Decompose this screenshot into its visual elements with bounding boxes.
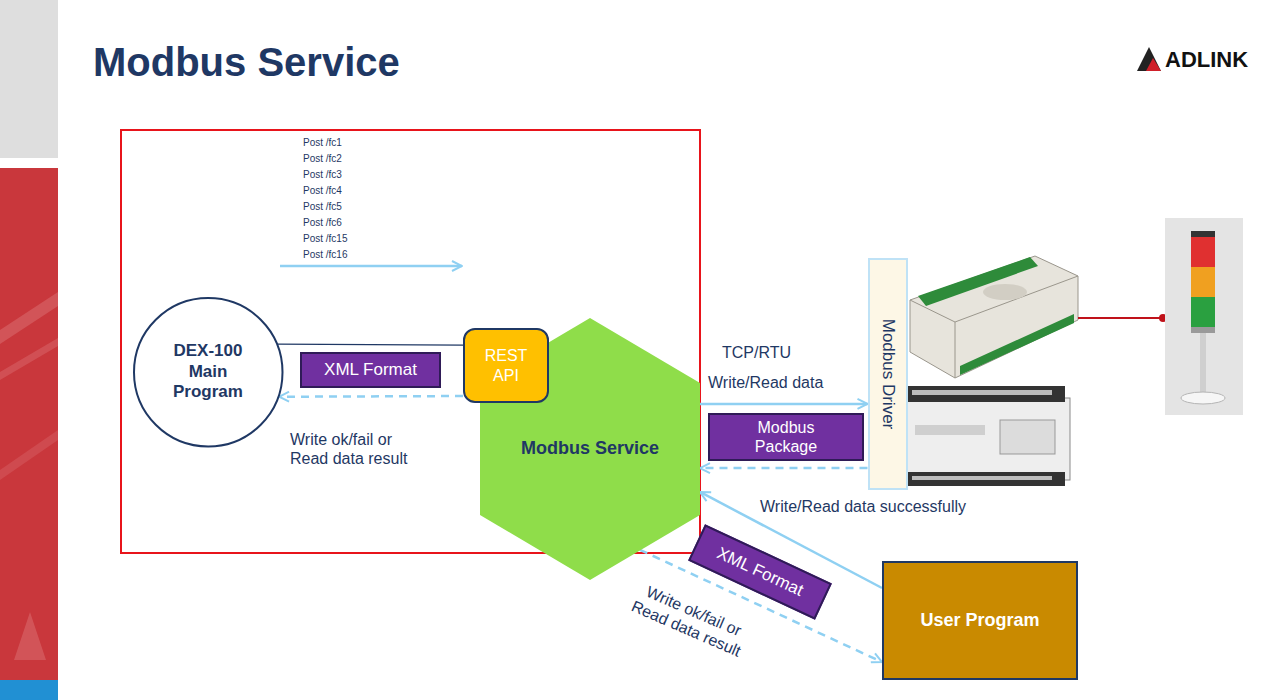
node-body: DEX-100 Main Program xyxy=(163,341,253,402)
api-box: REST API xyxy=(463,328,549,403)
plc-device xyxy=(900,386,1070,486)
sidebar-blue xyxy=(0,680,58,700)
program-box: User Program xyxy=(882,561,1078,680)
node-body: XML Format xyxy=(324,360,417,380)
sidebar-stripe xyxy=(0,292,58,344)
sidebar-stripe xyxy=(0,430,58,480)
request-label: Post /fc4 xyxy=(303,185,342,197)
sidebar-logo xyxy=(14,612,46,660)
protocol-label: TCP/RTU xyxy=(722,343,791,362)
node-text: Modbus Service xyxy=(521,438,659,460)
connector-arrow xyxy=(700,467,868,470)
sidebar-red xyxy=(0,168,58,680)
node-body: Modbus Package xyxy=(741,418,831,456)
connector-arrow xyxy=(700,403,868,406)
page-title: Modbus Service xyxy=(93,40,400,84)
node-text: XML Format xyxy=(714,543,807,601)
node-text: REST API xyxy=(481,346,531,384)
node-body: XML Format xyxy=(714,543,807,601)
tower-light xyxy=(1165,218,1243,415)
edge-label: Write/Read data successfully xyxy=(760,497,966,516)
signal-wire xyxy=(1078,317,1163,319)
node-body: REST API xyxy=(481,346,531,384)
logo-triangle xyxy=(1146,58,1161,71)
edge-label: Write/Read data xyxy=(708,373,823,392)
connector-arrow xyxy=(278,344,463,346)
sidebar-stripe xyxy=(0,338,58,380)
node-body: Modbus Service xyxy=(521,438,659,460)
node-text: XML Format xyxy=(324,360,417,380)
request-label: Post /fc2 xyxy=(303,153,342,165)
logo-text: ADLINK xyxy=(1165,47,1248,73)
program-circle: DEX-100 Main Program xyxy=(133,297,284,448)
driver-band: Modbus Driver xyxy=(868,258,908,490)
request-arrow xyxy=(280,265,462,268)
node-text: Modbus Driver xyxy=(877,319,897,430)
io-module xyxy=(910,256,1078,378)
edge-label: Write ok/fail or Read data result xyxy=(625,577,755,662)
format-box: XML Format xyxy=(300,352,441,388)
request-label: Post /fc6 xyxy=(303,217,342,229)
node-body: Modbus Driver xyxy=(877,319,897,430)
sidebar-grey xyxy=(0,0,58,158)
request-label: Post /fc16 xyxy=(303,249,347,261)
connector-arrow xyxy=(279,395,463,398)
node-text: DEX-100 Main Program xyxy=(163,341,253,402)
package-box: Modbus Package xyxy=(708,413,864,461)
node-text: User Program xyxy=(920,610,1039,632)
request-label: Post /fc5 xyxy=(303,201,342,213)
node-body: User Program xyxy=(920,610,1039,632)
request-label: Post /fc1 xyxy=(303,137,342,149)
node-text: Modbus Package xyxy=(741,418,831,456)
request-label: Post /fc15 xyxy=(303,233,347,245)
logo-triangle xyxy=(1137,47,1161,71)
edge-label: Write ok/fail or Read data result xyxy=(290,430,415,468)
request-label: Post /fc3 xyxy=(303,169,342,181)
